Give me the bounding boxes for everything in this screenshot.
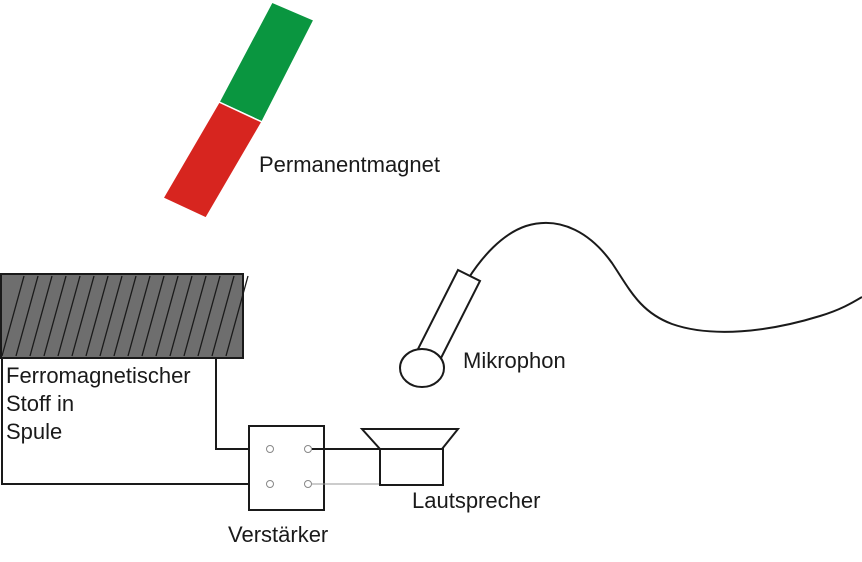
coil-winding: [141, 275, 165, 357]
magnet-label: Permanentmagnet: [259, 152, 440, 177]
coil-winding: [225, 275, 249, 357]
microphone: [399, 221, 862, 388]
magnet-north-pole: [217, 1, 316, 123]
coil-winding: [43, 275, 67, 357]
coil-winding: [197, 275, 221, 357]
coil-winding: [57, 275, 81, 357]
coil-winding: [127, 275, 151, 357]
microphone-cable: [467, 221, 862, 333]
coil-wire-lower: [1, 358, 270, 485]
coil-label-line-2: Stoff in: [6, 391, 74, 416]
coil: [0, 273, 249, 359]
loudspeaker-label: Lautsprecher: [412, 488, 540, 513]
coil-winding: [29, 275, 53, 357]
magnet-south-pole: [161, 101, 264, 219]
coil-winding: [211, 275, 235, 357]
coil-winding: [113, 275, 137, 357]
coil-winding: [183, 275, 207, 357]
amplifier-label: Verstärker: [228, 522, 328, 547]
permanent-magnet: [161, 1, 316, 219]
amplifier-output-terminal-1: [304, 445, 312, 453]
coil-body: [0, 273, 244, 359]
coil-winding: [99, 275, 123, 357]
coil-windings: [1, 275, 249, 357]
coil-label-line-3: Spule: [6, 419, 62, 444]
amplifier-box: [248, 425, 325, 511]
coil-winding: [85, 275, 109, 357]
loudspeaker-cone: [359, 428, 461, 450]
coil-winding: [1, 275, 25, 357]
amplifier-output-terminal-2: [304, 480, 312, 488]
loudspeaker: [359, 428, 461, 486]
loudspeaker-magnet-box: [379, 448, 444, 486]
microphone-head: [399, 348, 445, 388]
coil-label-line-1: Ferromagnetischer: [6, 363, 191, 388]
coil-winding: [71, 275, 95, 357]
amplifier: [248, 425, 325, 511]
coil-winding: [169, 275, 193, 357]
microphone-label: Mikrophon: [463, 348, 566, 373]
coil-winding: [15, 275, 39, 357]
amplifier-input-terminal-2: [266, 480, 274, 488]
coil-winding: [155, 275, 179, 357]
amplifier-input-terminal-1: [266, 445, 274, 453]
microphone-handle: [416, 268, 482, 362]
